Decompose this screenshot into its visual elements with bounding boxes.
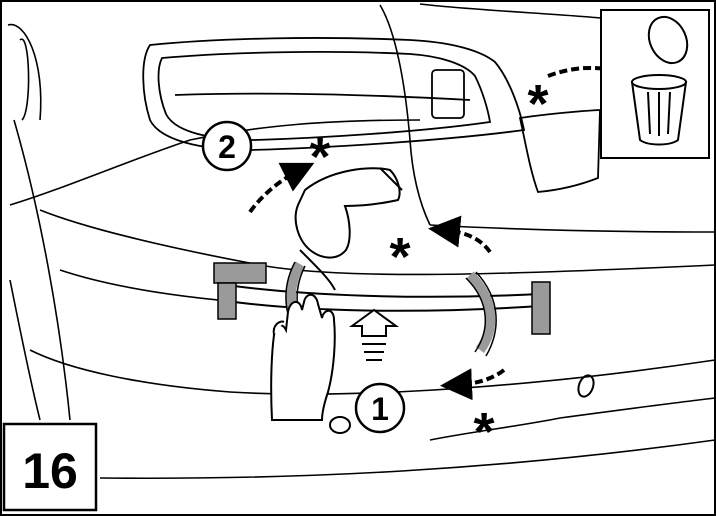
callout-two-label: 2 — [218, 129, 236, 165]
callout-two: 2 — [201, 120, 253, 172]
parking-sensor — [329, 374, 595, 434]
tail-light — [142, 37, 601, 193]
upper-hand-with-liner — [294, 167, 403, 291]
asterisk-marks: * * * * — [309, 74, 548, 462]
upward-arrow-icon — [348, 308, 400, 361]
masking-tape-left — [213, 262, 267, 320]
callout-one: 1 — [354, 382, 406, 434]
waste-bin-inset — [600, 9, 710, 159]
asterisk-mark: * — [527, 74, 548, 134]
masking-tape-right — [531, 281, 551, 335]
callout-one-label: 1 — [371, 391, 389, 427]
step-number-box: 16 — [2, 422, 98, 512]
waste-bin-icon — [630, 15, 689, 146]
step-number: 16 — [22, 443, 78, 499]
asterisk-mark: * — [473, 402, 494, 462]
lower-hand — [270, 293, 336, 421]
asterisk-mark: * — [389, 227, 410, 287]
asterisk-mark: * — [309, 127, 330, 187]
